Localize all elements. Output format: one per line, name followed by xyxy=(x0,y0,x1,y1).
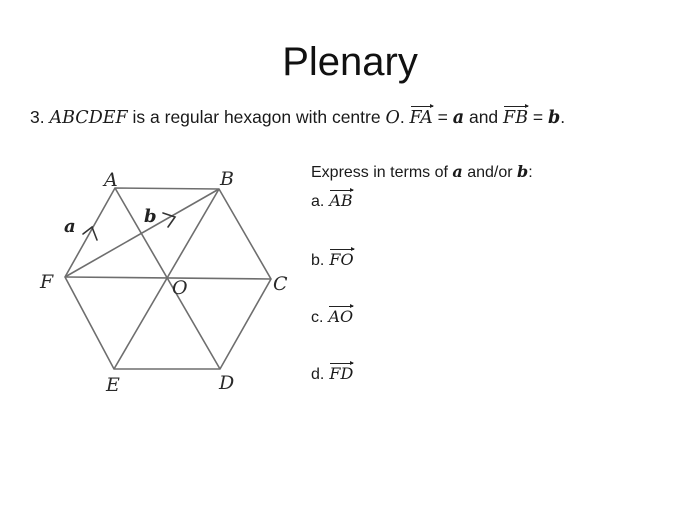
vector-label-b: b xyxy=(144,206,157,227)
vertex-label-a: A xyxy=(102,169,118,191)
part-label: c. xyxy=(311,309,324,326)
line-fb xyxy=(64,188,220,278)
vector-symbol-b: b xyxy=(548,108,561,128)
question-text-part: is a regular hexagon with centre xyxy=(127,107,386,127)
question-number: 3. xyxy=(30,107,45,127)
vertex-label-d: D xyxy=(218,372,234,394)
question-text-part: . xyxy=(399,107,410,127)
vertex-label-e: E xyxy=(105,374,120,396)
part-label: d. xyxy=(311,366,325,383)
part-vector: AO xyxy=(328,304,354,326)
part-label: b. xyxy=(311,252,325,269)
vector-fa: FA xyxy=(409,104,435,128)
part-vector: AB xyxy=(329,188,354,210)
part-c: c.AO xyxy=(311,304,354,329)
diagonal-be xyxy=(113,188,220,370)
part-b: b.FO xyxy=(311,247,355,272)
hexagon-name: ABCDEF xyxy=(49,108,128,128)
vertex-label-f: F xyxy=(39,271,54,293)
part-vector: FD xyxy=(329,361,355,383)
centre-label: O xyxy=(385,108,400,128)
question-text-part: . xyxy=(560,107,566,127)
equals-sign: = xyxy=(528,107,549,127)
vertex-label-c: C xyxy=(273,273,288,295)
instruction-part: : xyxy=(528,164,533,181)
instruction-text: Express in terms of a and/or b: xyxy=(311,161,533,184)
vertex-label-o: O xyxy=(172,277,188,299)
hexagon-lines xyxy=(64,187,272,370)
part-vector: FO xyxy=(329,247,355,269)
vector-symbol-a: a xyxy=(452,108,465,128)
arrow-b-icon xyxy=(162,212,177,228)
vertex-label-b: B xyxy=(219,168,234,190)
part-d: d.FD xyxy=(311,361,355,386)
equals-sign: = xyxy=(432,107,453,127)
vector-label-a: a xyxy=(64,216,76,237)
vector-fb: FB xyxy=(503,104,530,128)
instruction-symbol-a: a xyxy=(452,162,463,181)
arrow-a-icon xyxy=(82,225,98,241)
instruction-symbol-b: b xyxy=(517,162,529,181)
instruction-part: Express in terms of xyxy=(311,164,453,181)
question-text: 3. ABCDEF is a regular hexagon with cent… xyxy=(30,104,566,130)
slide-title: Plenary xyxy=(282,40,418,84)
instruction-part: and/or xyxy=(462,164,518,181)
question-text-part: and xyxy=(464,107,504,127)
part-label: a. xyxy=(311,193,325,210)
part-a: a.AB xyxy=(311,188,354,213)
